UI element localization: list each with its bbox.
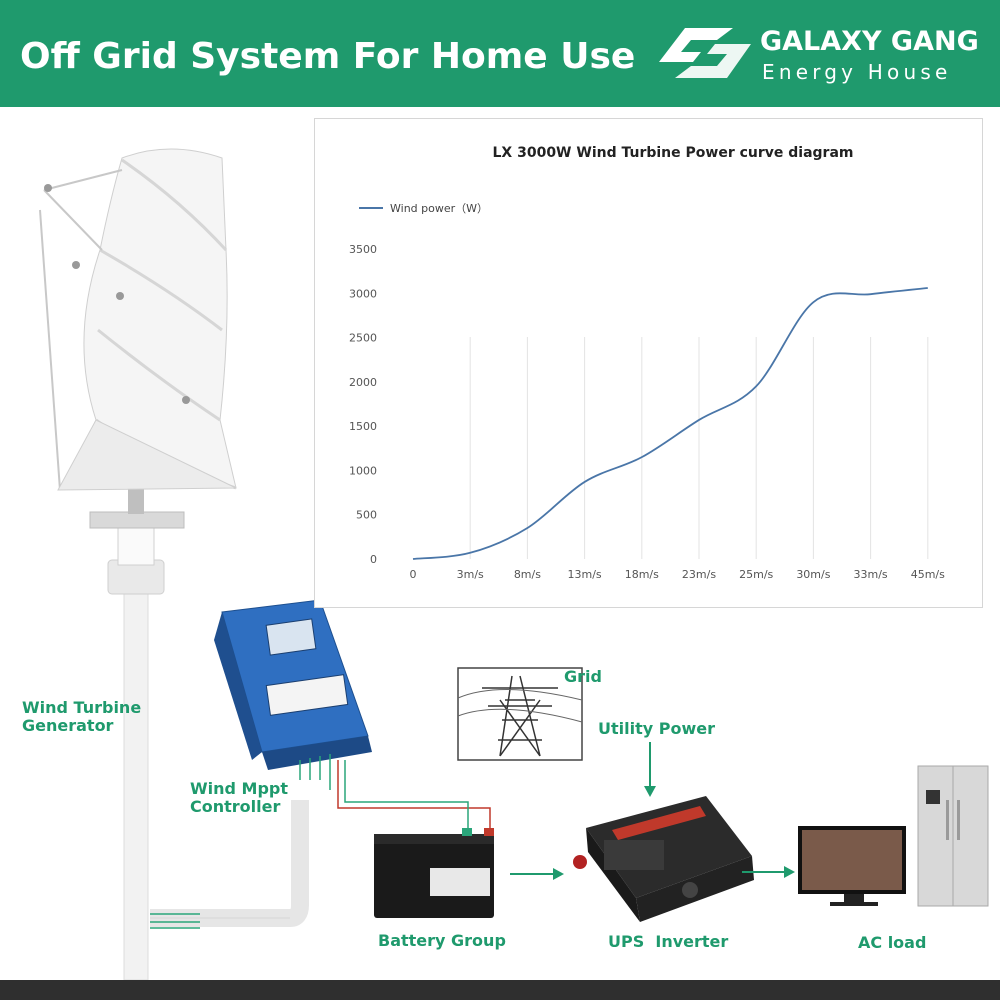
grid-label: Grid — [564, 667, 602, 686]
x-tick-label: 25m/s — [739, 568, 773, 581]
legend-label: Wind power（W） — [390, 202, 488, 215]
page-title: Off Grid System For Home Use — [20, 36, 636, 77]
utility-power-label: Utility Power — [598, 719, 715, 738]
system-diagram — [39, 148, 989, 980]
bottom-bar — [0, 980, 1000, 1000]
brand-logo-icon — [659, 28, 751, 78]
x-tick-label: 23m/s — [682, 568, 716, 581]
series-line-wind-power — [412, 287, 928, 560]
wind-turbine-label: Wind Turbine Generator — [22, 699, 141, 735]
x-tick-label: 13m/s — [568, 568, 602, 581]
battery-group-label: Battery Group — [378, 931, 506, 950]
controller-label: Wind Mppt Controller — [190, 780, 288, 816]
y-tick-label: 0 — [370, 553, 377, 566]
arrow-down-icon — [644, 742, 656, 797]
y-tick-label: 500 — [356, 509, 377, 522]
refrigerator-icon — [917, 765, 989, 907]
brand-tagline: Energy House — [762, 60, 952, 84]
x-tick-label: 30m/s — [796, 568, 830, 581]
ups-inverter-label: UPS Inverter — [608, 932, 729, 951]
x-tick-label: 3m/s — [457, 568, 484, 581]
chart-grid — [469, 337, 929, 559]
x-tick-label: 8m/s — [514, 568, 541, 581]
y-tick-label: 3500 — [349, 243, 377, 256]
chart-title: LX 3000W Wind Turbine Power curve diagra… — [493, 145, 854, 161]
wind-turbine-label-line1: Wind Turbine — [22, 698, 142, 717]
x-tick-label: 45m/s — [911, 568, 945, 581]
controller-label-line2: Controller — [190, 797, 281, 816]
arrow-right-icon — [742, 866, 795, 878]
x-tick-label: 33m/s — [854, 568, 888, 581]
x-tick-label: 0 — [410, 568, 417, 581]
y-tick-label: 3000 — [349, 287, 377, 300]
y-tick-label: 2500 — [349, 332, 377, 345]
y-tick-label: 2000 — [349, 376, 377, 389]
y-tick-label: 1500 — [349, 420, 377, 433]
y-tick-label: 1000 — [349, 464, 377, 477]
y-axis: 0 500 1000 1500 2000 2500 3000 3500 — [349, 243, 377, 566]
mppt-controller-icon — [214, 599, 372, 790]
ac-load-label: AC load — [858, 933, 927, 952]
wind-turbine-label-line2: Generator — [22, 716, 114, 735]
power-tower-icon — [457, 667, 583, 761]
header-banner: Off Grid System For Home Use GALAXY GANG… — [0, 0, 1000, 107]
controller-label-line1: Wind Mppt — [190, 779, 289, 798]
wind-turbine-icon — [39, 148, 237, 980]
ups-inverter-icon — [573, 796, 754, 922]
monitor-icon — [798, 826, 906, 906]
battery-icon — [374, 828, 494, 918]
x-tick-label: 18m/s — [625, 568, 659, 581]
brand-name: GALAXY GANG — [760, 26, 979, 57]
x-axis: 0 3m/s 8m/s 13m/s 18m/s 23m/s 25m/s 30m/s 33m/s 4… — [410, 568, 946, 581]
power-curve-chart: LX 3000W Wind Turbine Power curve diagra… — [314, 118, 983, 608]
arrow-right-icon — [510, 868, 564, 880]
